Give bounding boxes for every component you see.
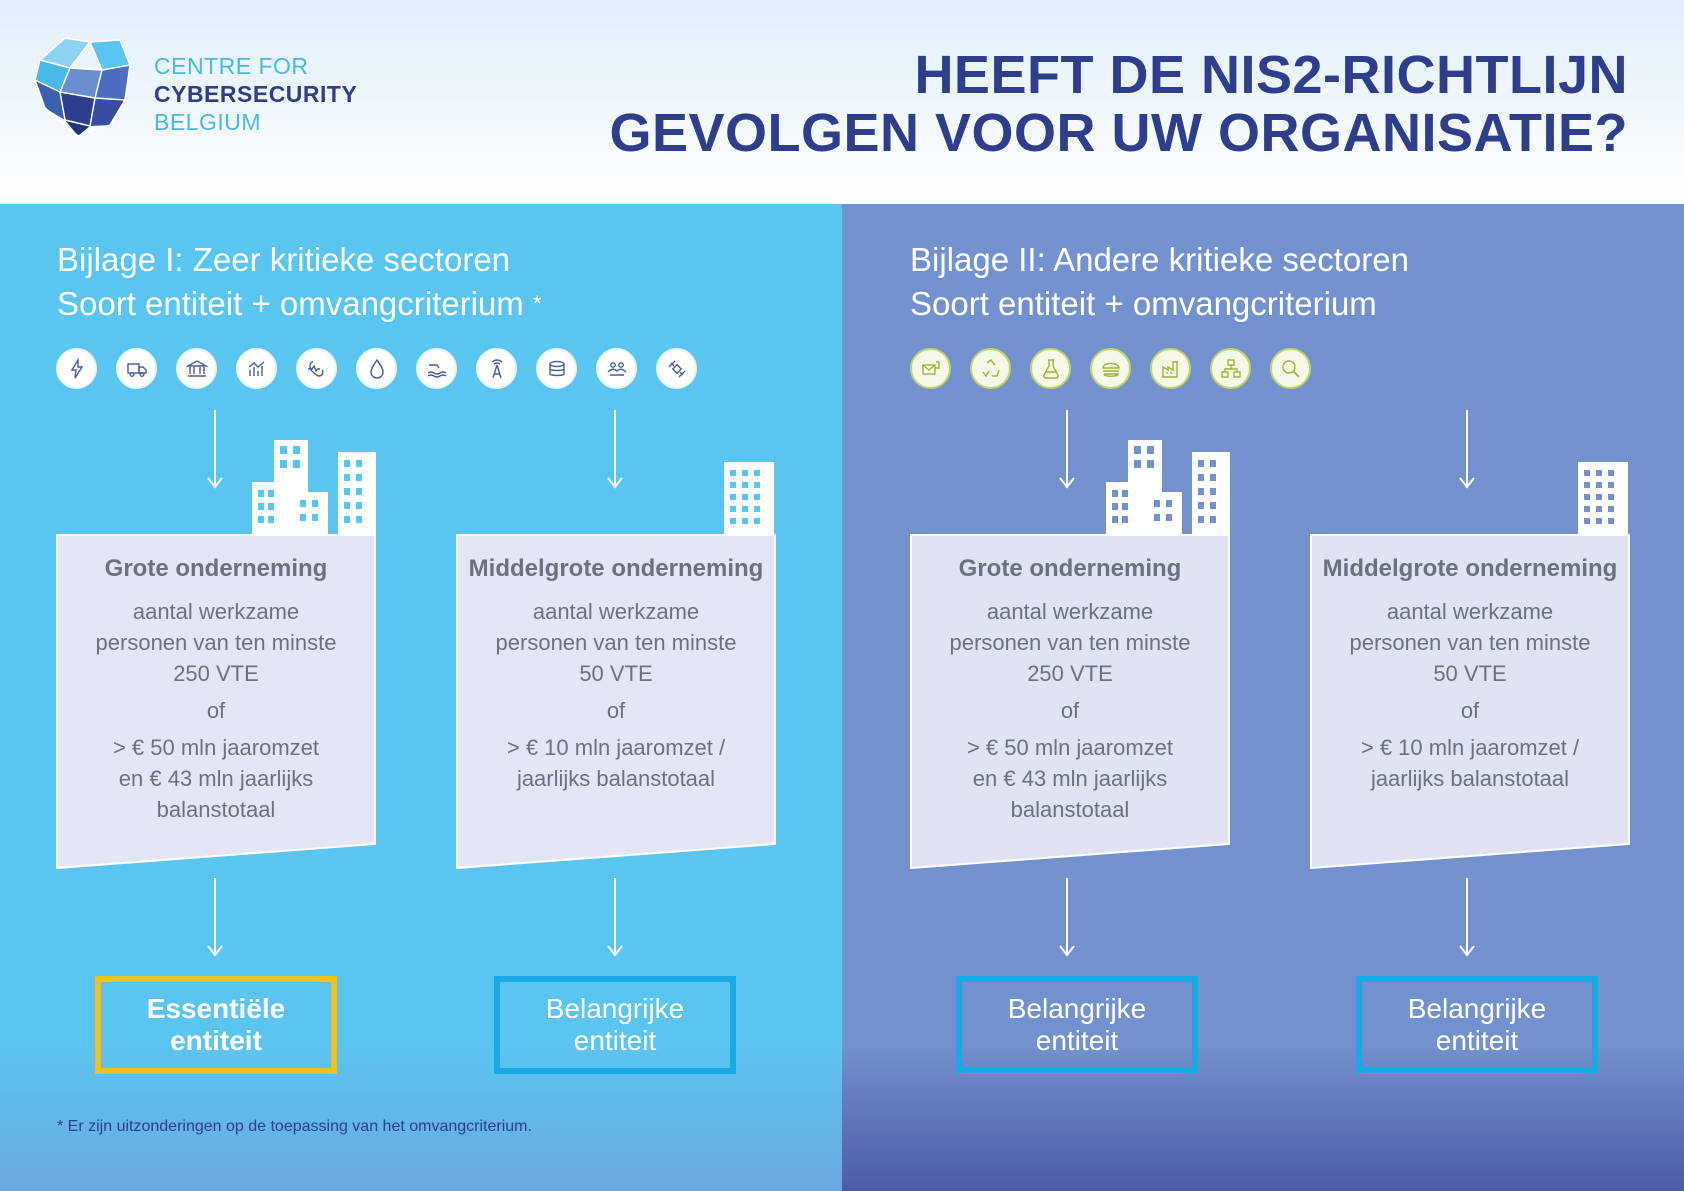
annex-1-medium-arrow-bottom <box>605 878 625 958</box>
annex-2-title: Bijlage II: Andere kritieke sectoren Soo… <box>910 238 1409 326</box>
annex-2-title-line-2: Soort entiteit + omvangcriterium <box>910 285 1377 322</box>
annex-1-medium-fin-1: > € 10 mln jaaromzet / <box>506 735 726 760</box>
annex-2-large-card: Grote onderneming aantal werkzame person… <box>910 534 1230 869</box>
annex-2-medium-arrow-bottom <box>1457 878 1477 958</box>
annex-1-large-fin-1: > € 50 mln jaaromzet <box>112 735 320 760</box>
annex-2-large-fin-2: en € 43 mln jaarlijks <box>972 766 1168 791</box>
waste-water-icon <box>416 348 457 389</box>
annex-1-asterisk: * <box>532 291 542 316</box>
important-entity-line-1: Belangrijke <box>1407 993 1547 1024</box>
public-administration-icon <box>596 348 637 389</box>
postal-icon <box>910 348 951 389</box>
page-title-line-2: GEVOLGEN VOOR UW ORGANISATIE? <box>609 103 1628 163</box>
important-entity-line-1: Belangrijke <box>1007 993 1147 1024</box>
annex-1-title-line-1: Bijlage I: Zeer kritieke sectoren <box>57 241 511 278</box>
medium-building-icon <box>1578 462 1628 536</box>
annex-2-medium-fin-1: > € 10 mln jaaromzet / <box>1360 735 1580 760</box>
annex-1-medium-or: of <box>606 698 626 723</box>
important-entity-line-2: entiteit <box>1035 1025 1119 1056</box>
banking-icon <box>176 348 217 389</box>
annex-1-sector-icons <box>56 348 697 389</box>
annex-1-medium-arrow-top <box>605 410 625 490</box>
medium-building-icon <box>724 462 774 536</box>
annex-2-medium-arrow-top <box>1457 410 1477 490</box>
health-icon <box>296 348 337 389</box>
large-buildings-icon <box>1106 440 1230 536</box>
annex-1-medium-crit-2: personen van ten minste <box>495 630 737 655</box>
annex-2-medium-crit-1: aantal werkzame <box>1386 599 1554 624</box>
annex-2-medium-crit-3: 50 VTE <box>1433 661 1507 686</box>
ict-service-icon <box>536 348 577 389</box>
essential-entity-line-2: entiteit <box>170 1025 262 1056</box>
annex-1-large-fin-3: balanstotaal <box>156 797 276 822</box>
annex-2-large-or: of <box>1060 698 1080 723</box>
logo-line-1: CENTRE FOR <box>154 53 309 79</box>
annex-1-large-arrow-bottom <box>205 878 225 958</box>
annex-2-large-fin-1: > € 50 mln jaaromzet <box>966 735 1174 760</box>
annex-2-panel: Bijlage II: Andere kritieke sectoren Soo… <box>842 204 1684 1191</box>
important-entity-line-2: entiteit <box>1435 1025 1519 1056</box>
annex-2-large-arrow-top <box>1057 410 1077 490</box>
drinking-water-icon <box>356 348 397 389</box>
annex-1-medium-fin-2: jaarlijks balanstotaal <box>516 766 716 791</box>
annex-2-medium-card: Middelgrote onderneming aantal werkzame … <box>1310 534 1630 869</box>
annex-2-title-line-1: Bijlage II: Andere kritieke sectoren <box>910 241 1409 278</box>
waste-management-icon <box>970 348 1011 389</box>
annex-2-large-title: Grote onderneming <box>958 555 1182 582</box>
annex-1-large-card: Grote onderneming aantal werkzame person… <box>56 534 376 869</box>
annex-1-medium-card: Middelgrote onderneming aantal werkzame … <box>456 534 776 869</box>
annex-1-large-crit-2: personen van ten minste <box>95 630 337 655</box>
annex-2-large-fin-3: balanstotaal <box>1010 797 1130 822</box>
important-entity-line-1: Belangrijke <box>545 993 685 1024</box>
digital-infrastructure-icon <box>476 348 517 389</box>
large-buildings-icon <box>252 440 376 536</box>
ccb-logo <box>30 30 140 138</box>
logo-line-2: CYBERSECURITY <box>154 81 358 107</box>
logo-wordmark: CENTRE FOR CYBERSECURITY BELGIUM <box>154 52 357 136</box>
logo-line-3: BELGIUM <box>154 109 262 135</box>
annex-2-medium-title: Middelgrote onderneming <box>1322 555 1618 582</box>
annex-1-panel: Bijlage I: Zeer kritieke sectoren Soort … <box>0 204 842 1191</box>
annex-2-large-crit-2: personen van ten minste <box>949 630 1191 655</box>
annex-1-title-line-2: Soort entiteit + omvangcriterium <box>57 285 524 322</box>
annex-2-medium-or: of <box>1460 698 1480 723</box>
manufacturing-icon <box>1150 348 1191 389</box>
annex-1-medium-title: Middelgrote onderneming <box>468 555 764 582</box>
research-icon <box>1270 348 1311 389</box>
annex-1-large-crit-3: 250 VTE <box>173 661 259 686</box>
page-title: HEEFT DE NIS2-RICHTLIJN GEVOLGEN VOOR UW… <box>609 46 1628 162</box>
page-title-line-1: HEEFT DE NIS2-RICHTLIJN <box>914 45 1628 105</box>
digital-providers-icon <box>1210 348 1251 389</box>
annex-1-large-crit-1: aantal werkzame <box>132 599 300 624</box>
annex-2-large-crit-1: aantal werkzame <box>986 599 1154 624</box>
space-icon <box>656 348 697 389</box>
food-icon <box>1090 348 1131 389</box>
annex-2-sector-icons <box>910 348 1311 389</box>
energy-icon <box>56 348 97 389</box>
essential-entity-line-1: Essentiële <box>146 993 286 1024</box>
annex-1-large-title: Grote onderneming <box>104 555 328 582</box>
transport-icon <box>116 348 157 389</box>
annex-2-medium-crit-2: personen van ten minste <box>1349 630 1591 655</box>
footnote: * Er zijn uitzonderingen op de toepassin… <box>57 1118 532 1135</box>
annex-1-medium-crit-1: aantal werkzame <box>532 599 700 624</box>
annex-1-title: Bijlage I: Zeer kritieke sectoren Soort … <box>57 238 542 326</box>
financial-market-icon <box>236 348 277 389</box>
important-entity-line-2: entiteit <box>573 1025 657 1056</box>
annex-2-medium-fin-2: jaarlijks balanstotaal <box>1370 766 1570 791</box>
annex-1-large-fin-2: en € 43 mln jaarlijks <box>118 766 314 791</box>
annex-1-medium-crit-3: 50 VTE <box>579 661 653 686</box>
annex-1-large-or: of <box>206 698 226 723</box>
header: CENTRE FOR CYBERSECURITY BELGIUM HEEFT D… <box>0 0 1684 204</box>
chemicals-icon <box>1030 348 1071 389</box>
annex-1-large-arrow-top <box>205 410 225 490</box>
annex-2-large-arrow-bottom <box>1057 878 1077 958</box>
annex-2-large-crit-3: 250 VTE <box>1027 661 1113 686</box>
